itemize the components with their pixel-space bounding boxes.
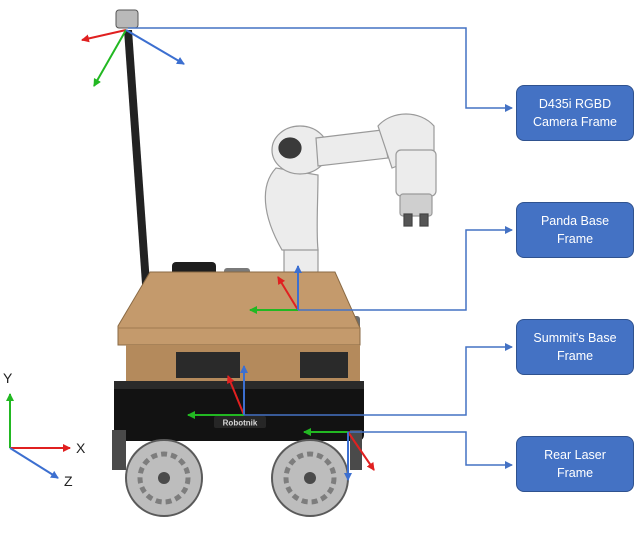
rear-laser-frame-box: Rear Laser Frame: [516, 436, 634, 492]
camera-axis-x: [81, 29, 127, 43]
panda-frame-line2: Frame: [556, 232, 594, 246]
rear-laser-axis-x: [347, 431, 375, 471]
summit-frame-axes: [187, 365, 248, 419]
legend-label-x: X: [76, 440, 86, 456]
rear-laser-frame-line1: Rear Laser: [544, 448, 606, 462]
panda-axis-x: [277, 276, 299, 311]
panda-frame-axes: [249, 265, 302, 314]
legend-label-z: Z: [64, 473, 73, 489]
robotnik-logo: Robotnik: [223, 419, 258, 428]
connector-rear-laser: [310, 431, 513, 469]
camera-frame-box: D435i RGBD Camera Frame: [516, 85, 634, 141]
robot-illustration: Robotnik: [112, 9, 437, 517]
rear-laser-frame-line2: Frame: [556, 466, 594, 480]
connector-lines: [128, 27, 513, 469]
panda-arm: [264, 113, 437, 276]
wheel-front-right: [271, 439, 349, 517]
legend-label-y: Y: [3, 370, 13, 386]
summit-frame-line1: Summit’s Base: [533, 331, 617, 345]
summit-axis-x: [226, 375, 245, 416]
robotnik-logo-plate: [214, 416, 266, 428]
panda-frame-line1: Panda Base: [540, 214, 610, 228]
summit-frame-box: Summit’s Base Frame: [516, 319, 634, 375]
summit-frame-line2: Frame: [556, 349, 594, 363]
camera-mast: [124, 30, 152, 312]
top-plate: [117, 271, 361, 346]
wheel-front-left: [125, 439, 203, 517]
legend-axis-z: [9, 447, 59, 479]
camera-frame-axes: [81, 29, 185, 87]
camera-frame-line2: Camera Frame: [532, 115, 618, 129]
connector-camera: [128, 27, 513, 112]
rear-laser-frame-axes: [303, 428, 375, 481]
axis-legend: [6, 393, 71, 479]
chassis: [114, 381, 364, 441]
camera-frame-line1: D435i RGBD: [538, 97, 612, 111]
connector-summit: [244, 343, 513, 416]
connector-panda: [250, 226, 513, 311]
panda-frame-box: Panda Base Frame: [516, 202, 634, 258]
camera-device: [115, 9, 139, 29]
camera-axis-z: [125, 29, 185, 65]
camera-axis-y: [93, 29, 127, 87]
